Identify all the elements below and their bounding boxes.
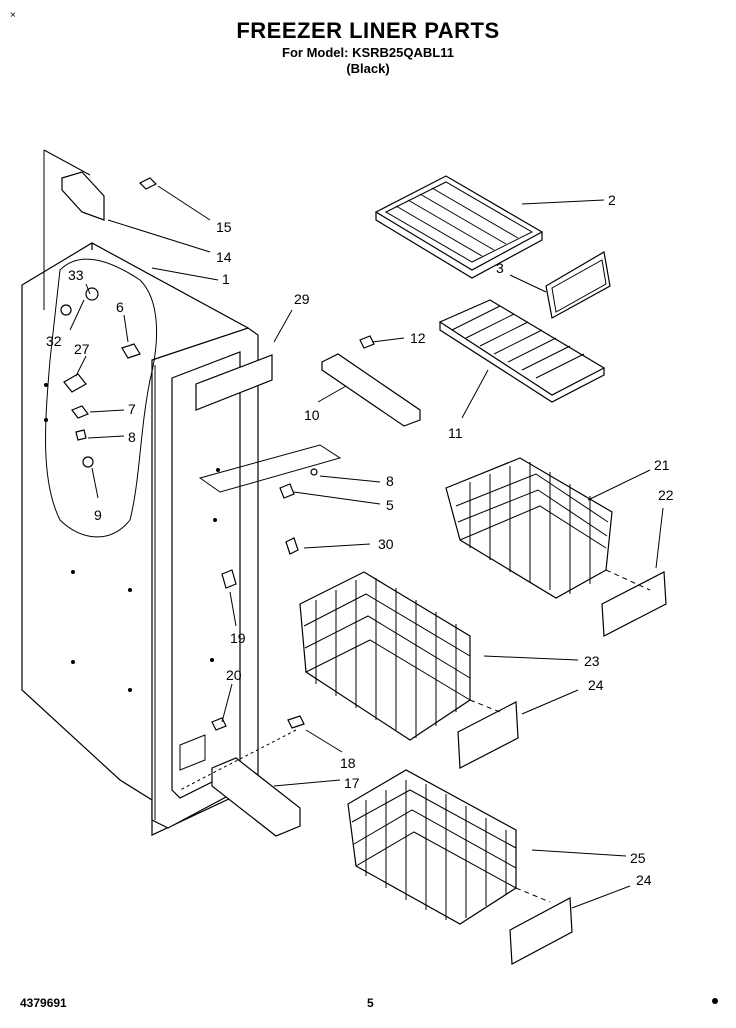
shelf-frame: [545, 251, 611, 319]
callout-8a: 8: [128, 429, 136, 445]
callout-14: 14: [216, 249, 232, 265]
callout-19: 19: [230, 630, 246, 646]
callout-2: 2: [608, 192, 616, 208]
basket-panel-upper: [601, 571, 667, 637]
callout-3: 3: [496, 260, 504, 276]
color-subtitle: (Black): [346, 61, 390, 76]
callout-labels: 2 15 14 1 33 6 29 3 12 32 27 10 11 7 8 9…: [46, 192, 674, 888]
basket-upper: [445, 457, 613, 599]
header: FREEZER LINER PARTS For Model: KSRB25QAB…: [0, 14, 736, 76]
top-shelf: [374, 175, 544, 279]
basket-panel-lower: [509, 897, 573, 965]
callout-23: 23: [584, 653, 600, 669]
callout-30: 30: [378, 536, 394, 552]
wire-shelf: [438, 299, 606, 403]
callout-24a: 24: [588, 677, 604, 693]
callout-20: 20: [226, 667, 242, 683]
basket-panel-middle: [457, 701, 519, 769]
page-title: FREEZER LINER PARTS: [236, 18, 500, 43]
callout-27: 27: [74, 341, 90, 357]
basket-lower: [347, 769, 517, 925]
callout-6: 6: [116, 299, 124, 315]
callout-1: 1: [222, 271, 230, 287]
callout-17: 17: [344, 775, 360, 791]
callout-12: 12: [410, 330, 426, 346]
callout-9: 9: [94, 507, 102, 523]
callout-33: 33: [68, 267, 84, 283]
callout-15: 15: [216, 219, 232, 235]
liner-cabinet: [21, 149, 259, 836]
page-number: 5: [367, 996, 374, 1010]
callout-8b: 8: [386, 473, 394, 489]
callout-18: 18: [340, 755, 356, 771]
corner-mark: ×: [10, 10, 16, 21]
corner-dot: [712, 998, 718, 1004]
small-parts: [60, 171, 421, 837]
callout-32: 32: [46, 333, 62, 349]
callout-29: 29: [294, 291, 310, 307]
leader-lines: [69, 185, 664, 909]
callout-25: 25: [630, 850, 646, 866]
callout-5: 5: [386, 497, 394, 513]
basket-middle: [299, 571, 471, 741]
callout-24b: 24: [636, 872, 652, 888]
model-subtitle: For Model: KSRB25QABL11: [282, 45, 454, 60]
callout-11: 11: [448, 425, 463, 441]
callout-10: 10: [304, 407, 320, 423]
callout-21: 21: [654, 457, 670, 473]
callout-7: 7: [128, 401, 136, 417]
callout-22: 22: [658, 487, 674, 503]
doc-number: 4379691: [20, 996, 67, 1010]
